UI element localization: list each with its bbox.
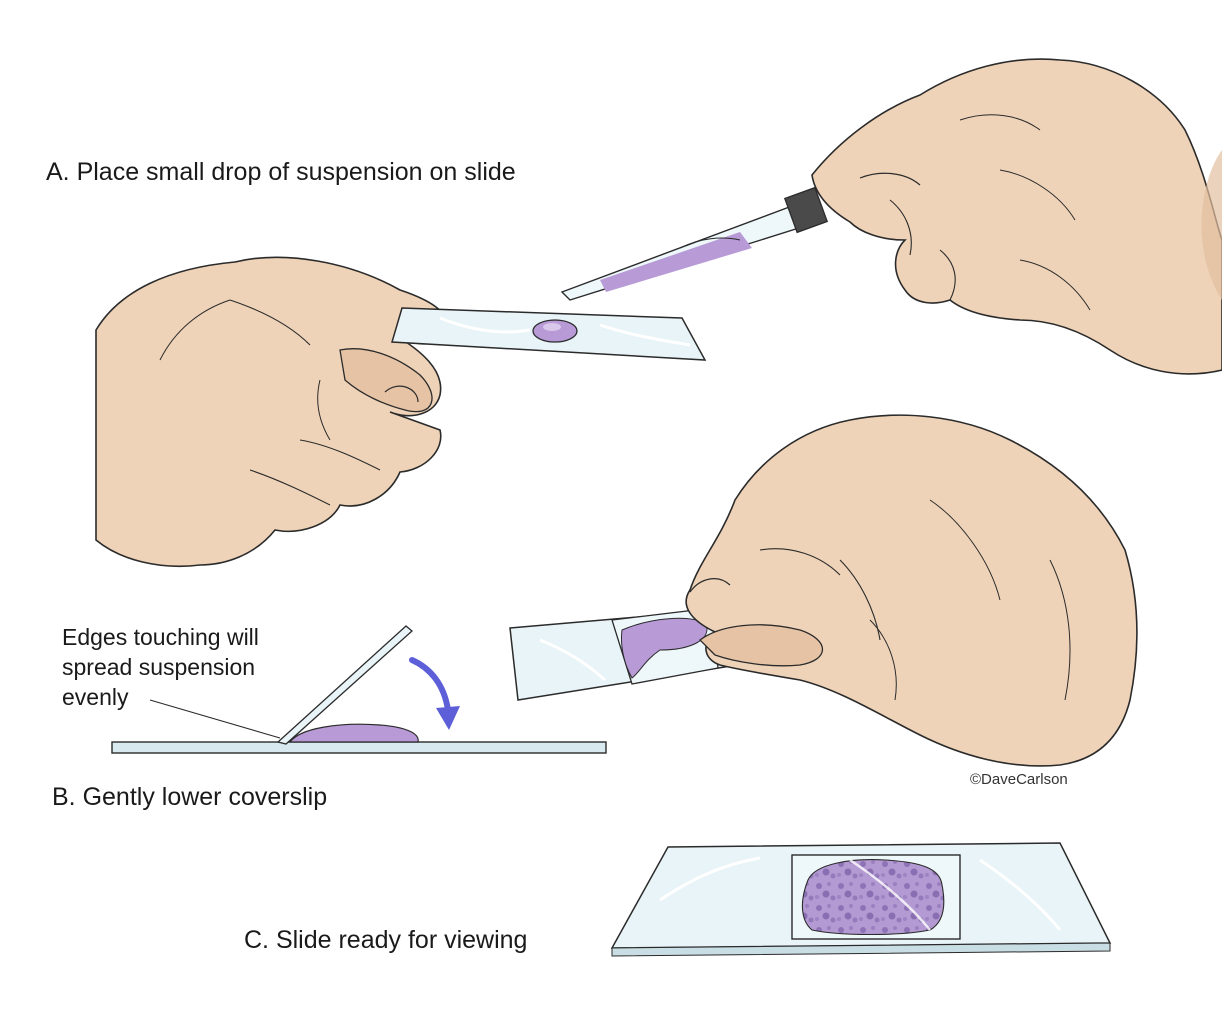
panel-b-side-view — [111, 625, 607, 754]
step-c-label: C. Slide ready for viewing — [244, 926, 528, 954]
annotation-line-2: spread suspension — [62, 654, 256, 680]
artist-credit: ©DaveCarlson — [970, 771, 1068, 788]
step-a-label: A. Place small drop of suspension on sli… — [46, 158, 516, 186]
spread-specimen — [801, 859, 945, 936]
annotation-leader-line — [149, 699, 281, 739]
step-b-label: B. Gently lower coverslip — [52, 783, 328, 811]
hand-placing-coverslip — [685, 414, 1138, 767]
panel-b-hand-view — [509, 414, 1138, 767]
side-view-coverslip — [276, 625, 413, 745]
coverslip-annotation: Edges touching will spread suspension ev… — [62, 622, 342, 712]
panel-a — [95, 58, 1222, 568]
dropper-pipette — [560, 186, 829, 301]
coverslip-b — [611, 607, 719, 685]
panel-c-finished-slide — [610, 842, 1112, 957]
annotation-line-1: Edges touching will — [62, 624, 259, 650]
lowering-arrow — [409, 657, 460, 730]
right-hand-holding-dropper — [811, 58, 1222, 375]
annotation-line-3: evenly — [62, 684, 129, 710]
side-view-slide — [111, 741, 607, 754]
side-view-suspension — [288, 723, 419, 743]
suspension-drop — [532, 319, 578, 343]
left-hand-holding-slide — [95, 256, 449, 568]
